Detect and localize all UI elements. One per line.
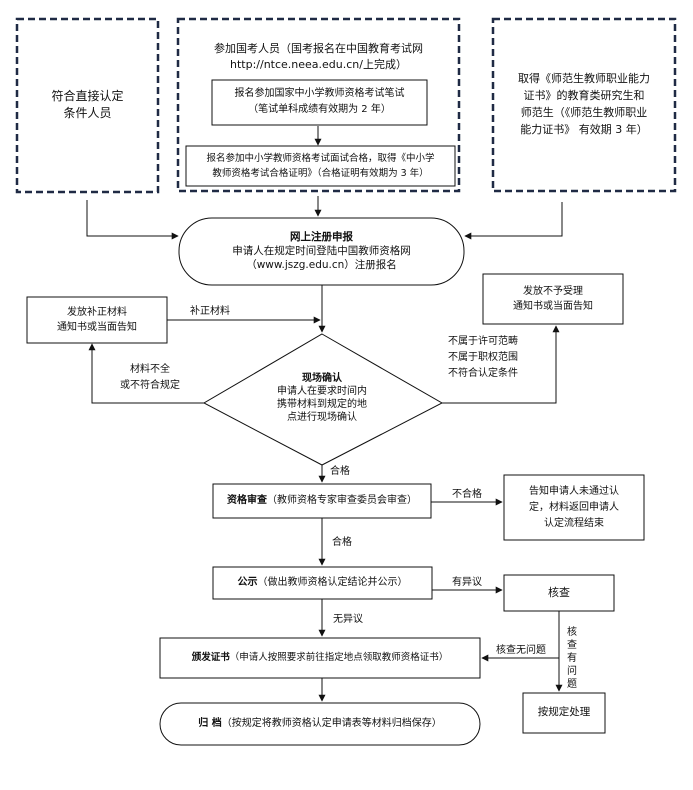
publicity-title: 公示 xyxy=(237,577,258,588)
connector-confirm-to-supplement xyxy=(88,343,204,404)
certificate-detail: （申请人按照要求前往指定地点领取教师资格证书） xyxy=(229,652,449,663)
supplement-notice-line-1: 发放补正材料 xyxy=(67,307,127,318)
normal-graduate-box xyxy=(491,17,677,193)
archive-terminator xyxy=(159,702,481,746)
edge-label-objection: 有异议 xyxy=(452,577,482,588)
fail-notice-line-2: 定，材料返回申请人 xyxy=(529,502,619,513)
archive-title: 归 档 xyxy=(198,718,222,729)
written-exam-line-2: （笔试单科成绩有效期为 2 年） xyxy=(248,104,391,115)
certificate-title: 颁发证书 xyxy=(191,652,230,663)
direct-cert-text: 符合直接认定 条件人员 xyxy=(17,88,158,122)
register-text: 网上注册申报 申请人在规定时间登陆中国教师资格网 （www.jszg.edu.c… xyxy=(179,230,464,272)
connector-confirm-to-reject xyxy=(442,325,560,404)
direct-cert-line-2: 条件人员 xyxy=(63,106,112,120)
confirm-line-3: 点进行现场确认 xyxy=(287,412,357,423)
interview-line-2: 教师资格考试合格证明》（合格证明有效期为 3 年） xyxy=(212,168,429,179)
publicity-text: 公示（做出教师资格认定结论并公示） xyxy=(213,575,432,590)
register-line-1: 申请人在规定时间登陆中国教师资格网 xyxy=(232,245,411,257)
edge-label-supplement: 补正材料 xyxy=(190,306,230,317)
fail-notice-line-1: 告知申请人未通过认 xyxy=(529,486,619,497)
by-rule-text: 按规定处理 xyxy=(537,706,591,718)
exam-intro-text: 参加国考人员（国考报名在中国教育考试网 http://ntce.neea.edu… xyxy=(180,41,457,73)
edge-label-fail: 不合格 xyxy=(452,489,482,500)
edge-label-verified-ok: 核查无问题 xyxy=(496,645,546,656)
supplement-notice-box xyxy=(26,296,168,344)
direct-cert-line-1: 符合直接认定 xyxy=(51,89,124,103)
verify-text: 核查 xyxy=(548,586,570,599)
review-text: 资格审查（教师资格专家审查委员会审查） xyxy=(213,493,431,508)
fail-notice-text: 告知申请人未通过认 定，材料返回申请人 认定流程结束 xyxy=(504,484,644,532)
edge-label-incomplete-line-1: 材料不全 xyxy=(130,364,170,375)
edge-label-verified-issue: 核查有问题 xyxy=(567,627,577,690)
national-exam-box xyxy=(176,17,461,193)
review-box xyxy=(212,483,432,519)
interview-box xyxy=(185,145,456,187)
interview-line-1: 报名参加中小学教师资格考试面试合格，取得《中小学 xyxy=(206,153,435,164)
exam-intro-line-1: 参加国考人员（国考报名在中国教育考试网 xyxy=(214,42,423,55)
normal-graduate-line-3: 师范生（《师范生教师职业 xyxy=(520,106,648,119)
confirm-line-2: 携带材料到规定的地 xyxy=(277,399,367,410)
certificate-box xyxy=(159,637,481,679)
confirm-text: 现场确认 申请人在要求时间内 携带材料到规定的地 点进行现场确认 xyxy=(252,372,392,424)
normal-graduate-text: 取得《师范生教师职业能力 证书》的教育类研究生和 师范生（《师范生教师职业 能力… xyxy=(493,70,675,138)
archive-text: 归 档（按规定将教师资格认定申请表等材料归档保存） xyxy=(160,716,480,731)
confirm-line-1: 申请人在要求时间内 xyxy=(277,386,367,397)
review-title: 资格审查 xyxy=(227,495,267,506)
normal-graduate-line-4: 能力证书》 有效期 3 年） xyxy=(520,123,648,136)
reject-notice-line-1: 发放不予受理 xyxy=(523,286,583,297)
normal-graduate-line-1: 取得《师范生教师职业能力 xyxy=(518,72,650,85)
interview-text: 报名参加中小学教师资格考试面试合格，取得《中小学 教师资格考试合格证明》（合格证… xyxy=(186,151,455,181)
confirm-title: 现场确认 xyxy=(302,373,342,384)
publicity-detail: （做出教师资格认定结论并公示） xyxy=(257,577,408,588)
edge-label-not-eligible-line-1: 不属于许可范畴 xyxy=(448,336,518,347)
edge-label-not-eligible: 不属于许可范畴 不属于职权范围 不符合认定条件 xyxy=(448,334,518,382)
edge-label-incomplete-line-2: 或不符合规定 xyxy=(120,380,180,391)
register-line-2: （www.jszg.edu.cn）注册报名 xyxy=(246,259,397,271)
fail-notice-line-3: 认定流程结束 xyxy=(544,518,604,529)
verify-box xyxy=(503,574,615,612)
reject-notice-line-2: 通知书或当面告知 xyxy=(513,301,593,312)
normal-graduate-line-2: 证书》的教育类研究生和 xyxy=(523,89,645,102)
connector-graduate-to-register xyxy=(464,202,563,240)
edge-label-not-eligible-line-3: 不符合认定条件 xyxy=(448,368,518,379)
written-exam-box xyxy=(211,79,428,126)
reject-notice-text: 发放不予受理 通知书或当面告知 xyxy=(483,284,623,314)
edge-label-no-objection: 无异议 xyxy=(333,614,363,625)
fail-notice-box xyxy=(503,474,645,541)
edge-label-pass-2: 合格 xyxy=(332,537,352,548)
review-detail: （教师资格专家审查委员会审查） xyxy=(267,495,417,506)
reject-notice-box xyxy=(482,273,624,325)
connector-direct-to-register xyxy=(86,200,179,240)
archive-detail: （按规定将教师资格认定申请表等材料归档保存） xyxy=(221,718,442,729)
written-exam-text: 报名参加国家中小学教师资格考试笔试 （笔试单科成绩有效期为 2 年） xyxy=(212,86,427,118)
certificate-text: 颁发证书（申请人按照要求前往指定地点领取教师资格证书） xyxy=(160,650,480,665)
edge-label-pass-1: 合格 xyxy=(330,466,350,477)
supplement-notice-line-2: 通知书或当面告知 xyxy=(57,322,137,333)
edge-label-not-eligible-line-2: 不属于职权范围 xyxy=(448,352,518,363)
edge-label-incomplete: 材料不全 或不符合规定 xyxy=(100,362,200,394)
by-rule-box xyxy=(522,692,606,734)
direct-cert-box xyxy=(15,17,160,194)
written-exam-line-1: 报名参加国家中小学教师资格考试笔试 xyxy=(234,88,405,99)
exam-intro-line-2: http://ntce.neea.edu.cn/上完成） xyxy=(230,58,407,71)
register-title: 网上注册申报 xyxy=(290,231,353,243)
supplement-notice-text: 发放补正材料 通知书或当面告知 xyxy=(27,305,167,335)
